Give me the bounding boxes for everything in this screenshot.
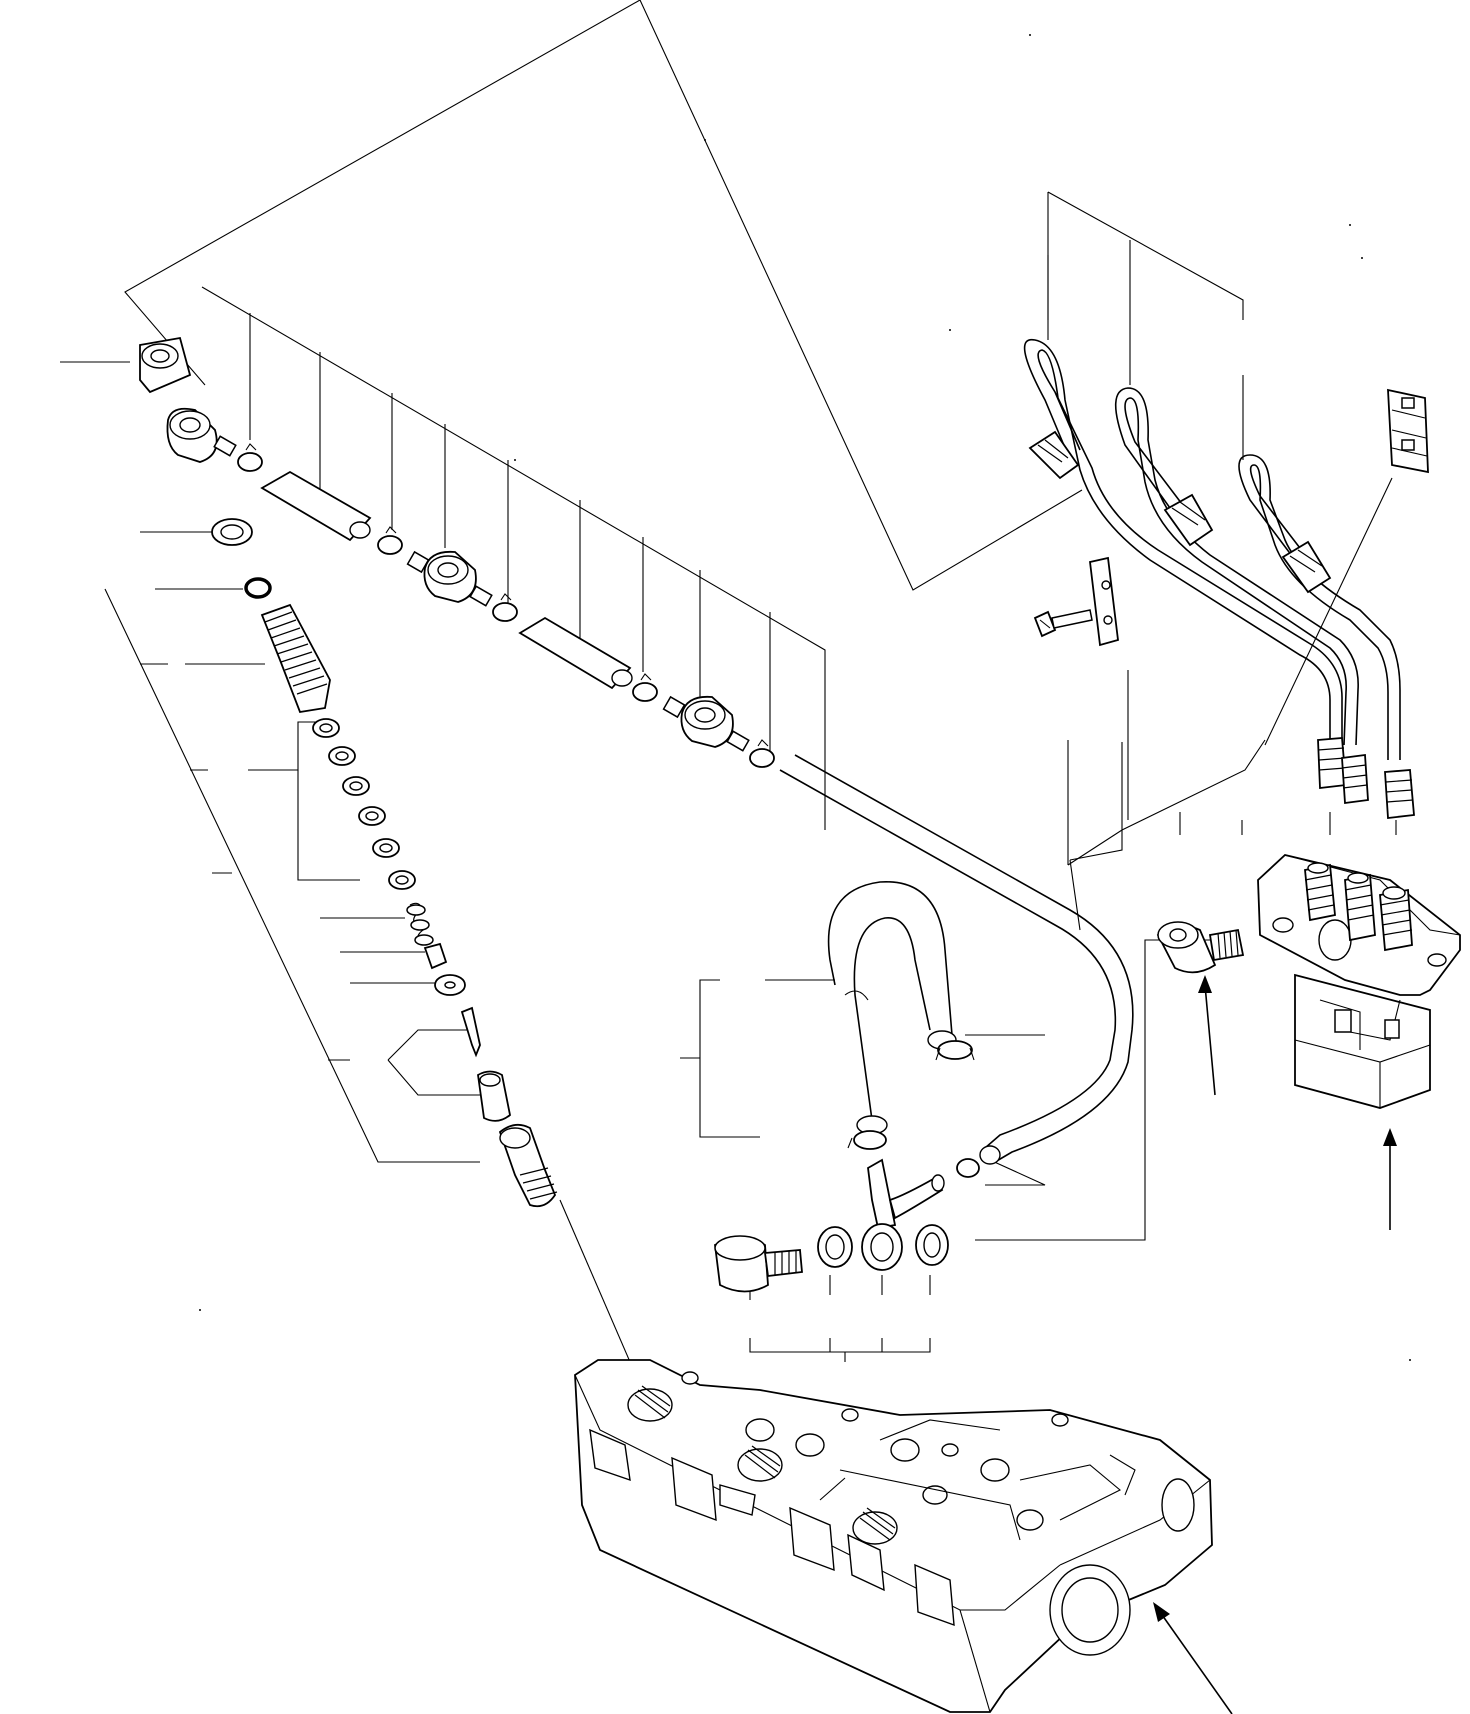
shim-icon [358, 806, 386, 826]
arrow-bolt-head [1198, 975, 1212, 993]
return-pipe-edge [794, 754, 1134, 1163]
retaining-nut-icon [498, 1123, 558, 1208]
clamp-icon [749, 739, 775, 768]
hose-segment-icon [260, 470, 372, 542]
hose-u-inner [853, 917, 931, 1121]
injection-pipes [1023, 338, 1429, 820]
hose-cut [844, 990, 869, 1001]
banjo-eye-icon [861, 1223, 903, 1271]
leader-needle [387, 1029, 468, 1061]
injection-nozzle-stack [211, 518, 558, 1208]
leader-nozzle [387, 1059, 480, 1096]
nut-icon [139, 336, 192, 394]
injection-pipe-3-edge [1249, 464, 1389, 760]
leader-nozzle-to-head [559, 1199, 641, 1386]
leader-triangle-left [124, 0, 641, 386]
leader-plate2 [1069, 742, 1123, 861]
leader-nozzle-bracket [104, 588, 480, 1163]
injection-pipe-1 [1023, 338, 1331, 740]
hose-segment-icon [518, 616, 633, 690]
leader-triangle-right [639, 0, 1083, 591]
pipe-clip-icon [1387, 388, 1429, 474]
reference-arrows [1153, 975, 1397, 1714]
o-ring-icon [244, 577, 272, 599]
injection-pipe-1-edge [1037, 349, 1343, 740]
pipe-nut-icon [1028, 430, 1080, 480]
clamp-icon [935, 1040, 975, 1061]
nozzle-holder-icon [260, 603, 331, 714]
spring-seat-icon [423, 942, 448, 970]
pipe-end-icon [979, 1145, 1001, 1165]
leader-clamp-b [985, 1159, 1046, 1186]
head-port-icon [914, 1563, 955, 1627]
shim-icon [388, 870, 416, 890]
pipe-nut-icon [1341, 753, 1369, 805]
clamp-icon [492, 593, 518, 622]
hollow-bolt-icon [1156, 921, 1245, 974]
spacer-icon [434, 974, 466, 996]
leader-plate-to-pump [1067, 739, 1266, 866]
leader-pipe-bracket [1047, 191, 1244, 320]
injection-pump-icon [1257, 854, 1461, 1109]
banjo-fitting-top-icon [166, 407, 237, 463]
nozzle-needle-icon [460, 1006, 481, 1058]
clamp-icon [632, 673, 658, 702]
arrow-bolt-shaft [1204, 984, 1216, 1096]
banjo-fitting-mid-icon [406, 550, 493, 607]
nozzle-body-icon [477, 1070, 511, 1122]
head-port-icon [847, 1533, 885, 1592]
clamp-plate-icon [1089, 556, 1119, 647]
hose-u-outer [827, 881, 953, 1036]
return-pipe [779, 769, 1117, 1149]
head-port-icon [671, 1456, 717, 1522]
shim-icon [328, 746, 356, 766]
injection-pipe-3 [1238, 454, 1401, 760]
injection-pipe-2 [1114, 387, 1359, 746]
arrow-pump-head [1383, 1128, 1397, 1146]
delivery-valve-holder-icon [1304, 862, 1336, 922]
scan-specks [199, 34, 1411, 1361]
shim-icon [342, 776, 370, 796]
leader-shim-top [248, 721, 318, 771]
screw-icon [1033, 609, 1093, 638]
leader-bolt-to-pump [975, 939, 1210, 1241]
leader-leakline-bracket [201, 286, 826, 830]
clamp-icon [237, 443, 263, 472]
head-port-icon [789, 1506, 835, 1572]
callout-leaders [60, 0, 1397, 1386]
return-hose-assembly [714, 881, 975, 1293]
banjo-fitting-low-icon [662, 695, 750, 752]
arrow-head-head [1153, 1602, 1170, 1622]
pipe-nut-icon [1384, 769, 1415, 820]
washer-icon [211, 518, 253, 546]
head-port-icon [589, 1428, 631, 1482]
clamp-icon [956, 1158, 980, 1178]
leader-pipe-clip [1264, 477, 1393, 746]
leader-plate [1069, 859, 1081, 931]
injection-pipe-2-edge [1124, 397, 1347, 746]
clamp-icon [847, 1130, 887, 1150]
leader-shim-bottom [297, 770, 360, 881]
arrow-head-shaft [1159, 1611, 1233, 1714]
sealing-washer-icon [817, 1226, 853, 1268]
delivery-valve-holder-icon [1379, 886, 1413, 952]
banjo-joint-icon [867, 1158, 945, 1230]
pipe-nut-icon [1163, 493, 1214, 547]
shim-icon [312, 718, 340, 738]
clamp-icon [377, 526, 403, 555]
delivery-valve-holder-icon [1344, 872, 1376, 942]
sealing-washer-icon [915, 1224, 949, 1266]
leak-off-line [139, 336, 1134, 1178]
pipe-nut-icon [1281, 540, 1332, 594]
leader-banjo-bracket [749, 1338, 931, 1353]
leader-hose-bracket [699, 979, 760, 1138]
spring-icon [406, 902, 434, 946]
banjo-bolt-icon [714, 1235, 803, 1293]
shim-icon [372, 838, 400, 858]
cylinder-head-icon [574, 1359, 1213, 1713]
